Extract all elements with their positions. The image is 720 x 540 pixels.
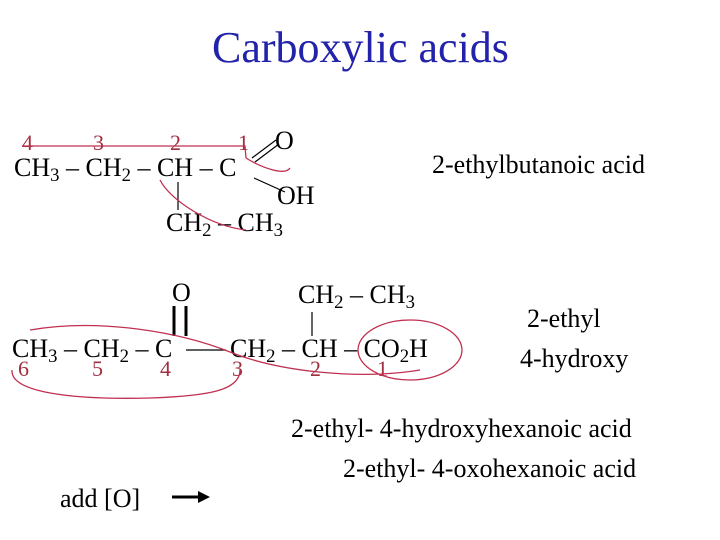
carbon-number: 2 <box>310 356 321 381</box>
carbon-number: 4 <box>160 356 171 381</box>
main-chain-formula: CH3 – CH2 – CH – C <box>14 153 237 187</box>
right-chain-formula: CH2 – CH – CO2H <box>230 334 428 368</box>
carbon-number: 1 <box>238 130 249 155</box>
carbonyl-oxygen: O <box>172 278 191 307</box>
compound-name: 2-ethylbutanoic acid <box>432 150 645 179</box>
compound-name-oxo: 2-ethyl- 4-oxohexanoic acid <box>343 454 637 483</box>
chain-arc <box>29 324 421 375</box>
page-title: Carboxylic acids <box>212 23 509 72</box>
reagent-label: add [O] <box>60 484 141 513</box>
carbon-number: 5 <box>92 356 103 381</box>
carbon-number: 2 <box>170 130 181 155</box>
double-bond-line <box>251 139 277 159</box>
carbon-number: 3 <box>232 356 243 381</box>
right-arrow-icon <box>172 491 210 503</box>
substituent-name-1: 2-ethyl <box>527 304 601 333</box>
carbon-number: 3 <box>93 130 104 155</box>
carboxyl-mark <box>245 157 291 172</box>
compound-name-hydroxy: 2-ethyl- 4-hydroxyhexanoic acid <box>291 414 632 443</box>
substituent-name-2: 4-hydroxy <box>520 344 629 373</box>
double-bond-line <box>254 143 280 163</box>
carbon-number: 1 <box>377 356 388 381</box>
ethyl-branch: CH2 – CH3 <box>166 208 283 242</box>
carboxyl-circle <box>357 319 463 381</box>
chain-loop <box>11 369 241 399</box>
single-bond-line <box>253 177 286 193</box>
left-chain-formula: CH3 – CH2 – C <box>12 334 173 368</box>
carbon-number: 6 <box>18 356 29 381</box>
ethyl-branch: CH2 – CH3 <box>298 280 415 314</box>
branch-mark <box>159 179 247 231</box>
chain-underline <box>22 145 247 159</box>
hydroxyl-group: OH <box>277 181 315 210</box>
carbonyl-oxygen: O <box>275 126 294 155</box>
carbon-number: 4 <box>22 130 33 155</box>
